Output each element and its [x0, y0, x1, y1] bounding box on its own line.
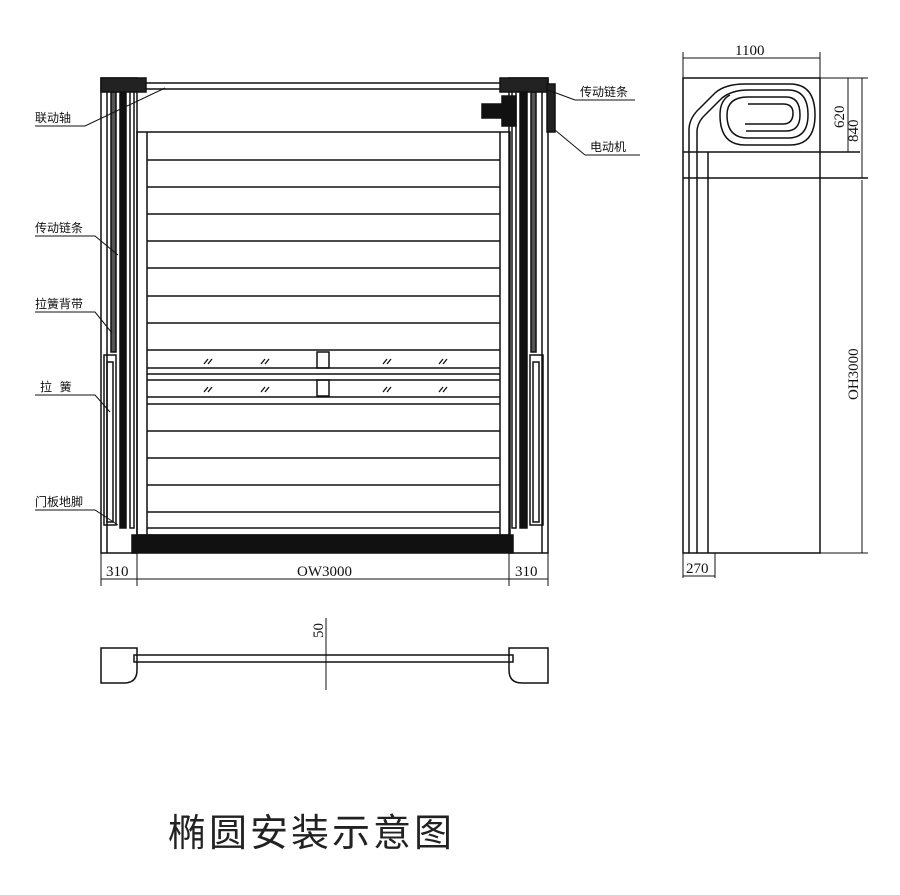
label-drive-chain-right: 传动链条 [580, 84, 628, 99]
door-panels [136, 131, 511, 536]
dim-side-bottom: 270 [686, 561, 709, 577]
dim-right-frame: 310 [515, 564, 538, 580]
label-spring: 拉 簧 [40, 379, 72, 394]
right-frame [481, 77, 556, 554]
dim-header-height: 840 [846, 120, 862, 143]
front-dimensions [100, 553, 549, 586]
left-frame [100, 77, 147, 554]
dim-coil-height: 620 [832, 106, 848, 129]
dim-left-frame: 310 [106, 564, 129, 580]
plan-view [100, 618, 549, 690]
dim-opening-height: OH3000 [846, 348, 862, 400]
dim-plan-thickness: 50 [311, 623, 327, 638]
label-motor: 电动机 [590, 140, 626, 154]
glass-marks [203, 358, 448, 393]
linkage-shaft [146, 82, 500, 90]
leader-lines [35, 87, 640, 526]
label-door-foot: 门板地脚 [35, 494, 83, 509]
side-dimensions [682, 52, 868, 578]
label-linkage-shaft: 联动轴 [35, 110, 71, 125]
label-spring-strap: 拉簧背带 [35, 296, 83, 311]
bottom-beam [131, 534, 514, 554]
label-drive-chain-left: 传动链条 [35, 220, 83, 235]
dim-opening-width: OW3000 [297, 564, 352, 580]
dim-side-depth: 1100 [735, 43, 764, 59]
diagram-title: 椭圆安装示意图 [168, 811, 455, 855]
side-view [682, 77, 868, 554]
